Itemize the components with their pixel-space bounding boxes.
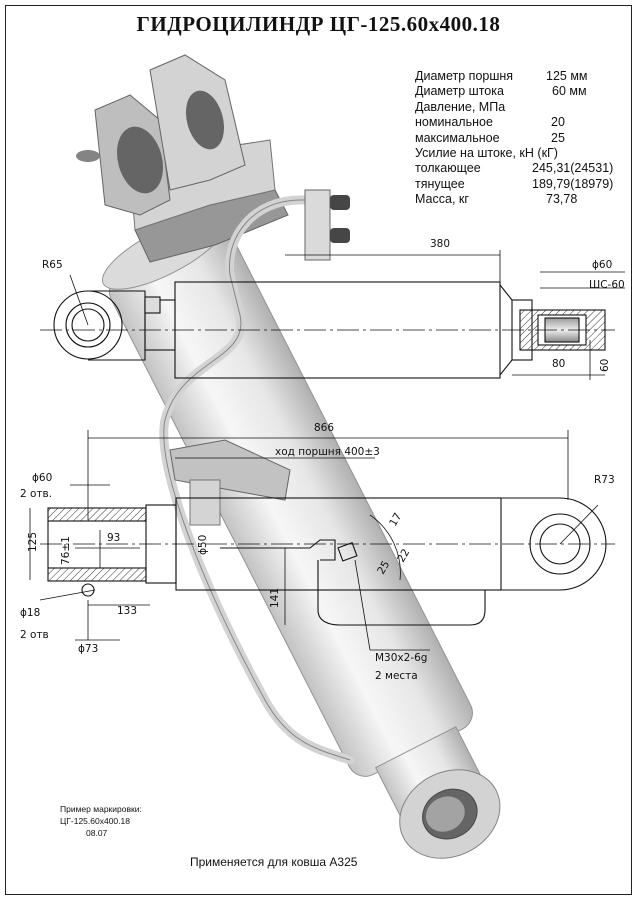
spec-piston-label: Диаметр поршня: [415, 69, 514, 83]
dim-125: 125: [27, 532, 39, 552]
fork-head-3d: [76, 54, 289, 263]
spec-force-label: Усилие на штоке, кН (кГ): [415, 145, 558, 160]
dim-93: 93: [107, 532, 120, 544]
dim-phi18: ϕ18: [20, 607, 40, 619]
dim-80: 80: [552, 358, 565, 370]
dim-phi50: ϕ50: [197, 535, 209, 555]
dim-866: 866: [314, 422, 334, 434]
marking-code: ЦГ-125.60х400.18: [60, 816, 130, 826]
spec-push-value: 245,31(24531): [532, 161, 614, 176]
dim-r73: R73: [594, 474, 615, 486]
sheet-frame: [5, 5, 632, 895]
spec-mass-label: Масса, кг: [415, 192, 469, 207]
dim-141: 141: [269, 588, 281, 608]
dim-phi73: ϕ73: [78, 643, 98, 655]
dim-two-holes-top: 2 отв.: [20, 488, 52, 500]
spec-max-row: максимальное 25: [415, 131, 625, 146]
spec-pull-value: 189,79(18979): [532, 176, 614, 191]
spec-force-row: Усилие на штоке, кН (кГ): [415, 146, 625, 161]
specifications-block: Диаметр поршня 125 мм Диаметр штока 60 м…: [415, 69, 625, 208]
spec-rod-value: 60 мм: [552, 84, 587, 99]
dim-133: 133: [117, 605, 137, 617]
dim-380: 380: [430, 238, 450, 250]
marking-heading: Пример маркировки:: [60, 804, 142, 814]
spec-rod-row: Диаметр штока 60 мм: [415, 84, 625, 99]
spec-nominal-value: 20: [551, 115, 565, 130]
dim-sh60: ШС-60: [589, 279, 625, 291]
spec-push-row: толкающее 245,31(24531): [415, 161, 625, 176]
spec-max-value: 25: [551, 130, 565, 145]
application-note: Применяется для ковша А325: [190, 855, 358, 869]
cylinder-3d-render: [76, 54, 501, 859]
spec-pull-label: тянущее: [415, 176, 465, 191]
dim-r65: R65: [42, 259, 63, 271]
spec-pressure-row: Давление, МПа: [415, 100, 625, 115]
dim-60-vert: 60: [599, 359, 611, 372]
dim-thread: М30х2-6g: [375, 652, 427, 664]
dim-76: 76±1: [60, 536, 72, 565]
dim-angle-17: 17: [387, 511, 404, 529]
upper-view: [40, 250, 625, 380]
spec-rod-label: Диаметр штока: [415, 84, 504, 99]
dim-places: 2 места: [375, 670, 418, 682]
dim-phi60-top: ϕ60: [592, 259, 612, 271]
spec-nominal-row: номинальное 20: [415, 115, 625, 130]
spec-nominal-label: номинальное: [415, 115, 493, 130]
dim-angle-25: 25: [375, 559, 392, 577]
marking-date: 08.07: [86, 828, 108, 838]
dim-phi60-left: ϕ60: [32, 472, 52, 484]
drawing-title: ГИДРОЦИЛИНДР ЦГ-125.60х400.18: [136, 12, 501, 36]
spec-piston-value: 125 мм: [546, 69, 588, 83]
lower-view: [29, 430, 615, 651]
spec-pressure-label: Давление, МПа: [415, 99, 506, 114]
dim-angle-22: 22: [395, 547, 412, 565]
spec-max-label: максимальное: [415, 130, 500, 145]
spec-piston-row: Диаметр поршня 125 мм: [415, 69, 625, 84]
marking-example: Пример маркировки: ЦГ-125.60х400.18 08.0…: [60, 803, 142, 839]
dim-two-holes-bottom: 2 отв: [20, 629, 49, 641]
spec-mass-row: Масса, кг 73,78: [415, 192, 625, 207]
dim-stroke: ход поршня 400±3: [275, 446, 380, 458]
spec-push-label: толкающее: [415, 161, 481, 176]
spec-pull-row: тянущее 189,79(18979): [415, 177, 625, 192]
spec-mass-value: 73,78: [546, 192, 578, 207]
